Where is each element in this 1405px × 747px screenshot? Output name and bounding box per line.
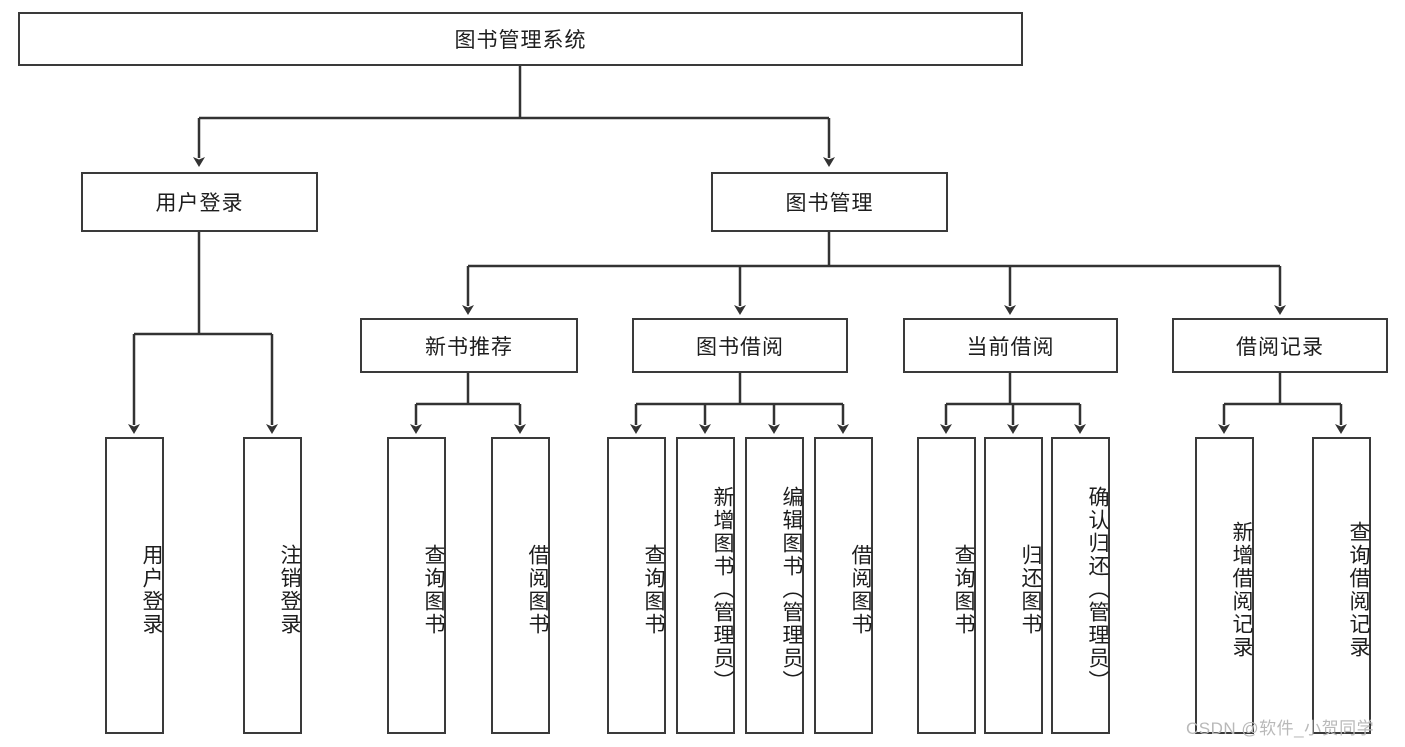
node-leaf-query-book-borrow[interactable]: 查询图书: [607, 437, 666, 734]
node-label: 确认归还（管理员）: [1086, 486, 1109, 693]
node-leaf-query-book-recommend[interactable]: 查询图书: [387, 437, 446, 734]
node-leaf-query-borrow-record[interactable]: 查询借阅记录: [1312, 437, 1371, 734]
node-current-borrow[interactable]: 当前借阅: [903, 318, 1118, 373]
node-book-borrow[interactable]: 图书借阅: [632, 318, 848, 373]
node-leaf-return-book[interactable]: 归还图书: [984, 437, 1043, 734]
node-label: 查询图书: [952, 543, 975, 636]
node-label: 用户登录: [140, 543, 163, 636]
node-label: 编辑图书（管理员）: [780, 486, 803, 693]
node-borrow-record[interactable]: 借阅记录: [1172, 318, 1388, 373]
node-label: 新书推荐: [425, 335, 513, 359]
node-root-book-management-system[interactable]: 图书管理系统: [18, 12, 1023, 66]
node-label: 查询图书: [422, 543, 445, 636]
node-user-login[interactable]: 用户登录: [81, 172, 318, 232]
node-label: 归还图书: [1019, 543, 1042, 636]
node-label: 当前借阅: [966, 335, 1055, 359]
node-leaf-edit-book-admin[interactable]: 编辑图书（管理员）: [745, 437, 804, 734]
node-label: 图书管理: [785, 192, 874, 215]
node-label: 用户登录: [155, 192, 244, 215]
node-leaf-add-book-admin[interactable]: 新增图书（管理员）: [676, 437, 735, 734]
node-book-management[interactable]: 图书管理: [711, 172, 948, 232]
node-label: 借阅图书: [849, 543, 872, 636]
node-leaf-user-login[interactable]: 用户登录: [105, 437, 164, 734]
node-label: 查询图书: [642, 543, 665, 636]
node-label: 图书管理系统: [454, 29, 587, 52]
node-label: 注销登录: [278, 543, 301, 636]
node-leaf-borrow-book[interactable]: 借阅图书: [814, 437, 873, 734]
node-new-book-recommend[interactable]: 新书推荐: [360, 318, 578, 373]
node-label: 新增图书（管理员）: [711, 486, 734, 693]
node-leaf-add-borrow-record[interactable]: 新增借阅记录: [1195, 437, 1254, 734]
node-label: 查询借阅记录: [1347, 520, 1370, 659]
node-label: 新增借阅记录: [1230, 520, 1253, 659]
node-leaf-logout[interactable]: 注销登录: [243, 437, 302, 734]
node-leaf-query-book-current[interactable]: 查询图书: [917, 437, 976, 734]
node-leaf-borrow-book-recommend[interactable]: 借阅图书: [491, 437, 550, 734]
node-leaf-confirm-return-admin[interactable]: 确认归还（管理员）: [1051, 437, 1110, 734]
csdn-watermark: CSDN @软件_小贺同学: [1186, 719, 1375, 738]
node-label: 借阅图书: [526, 543, 549, 636]
node-label: 借阅记录: [1236, 335, 1324, 359]
node-label: 图书借阅: [696, 335, 784, 359]
